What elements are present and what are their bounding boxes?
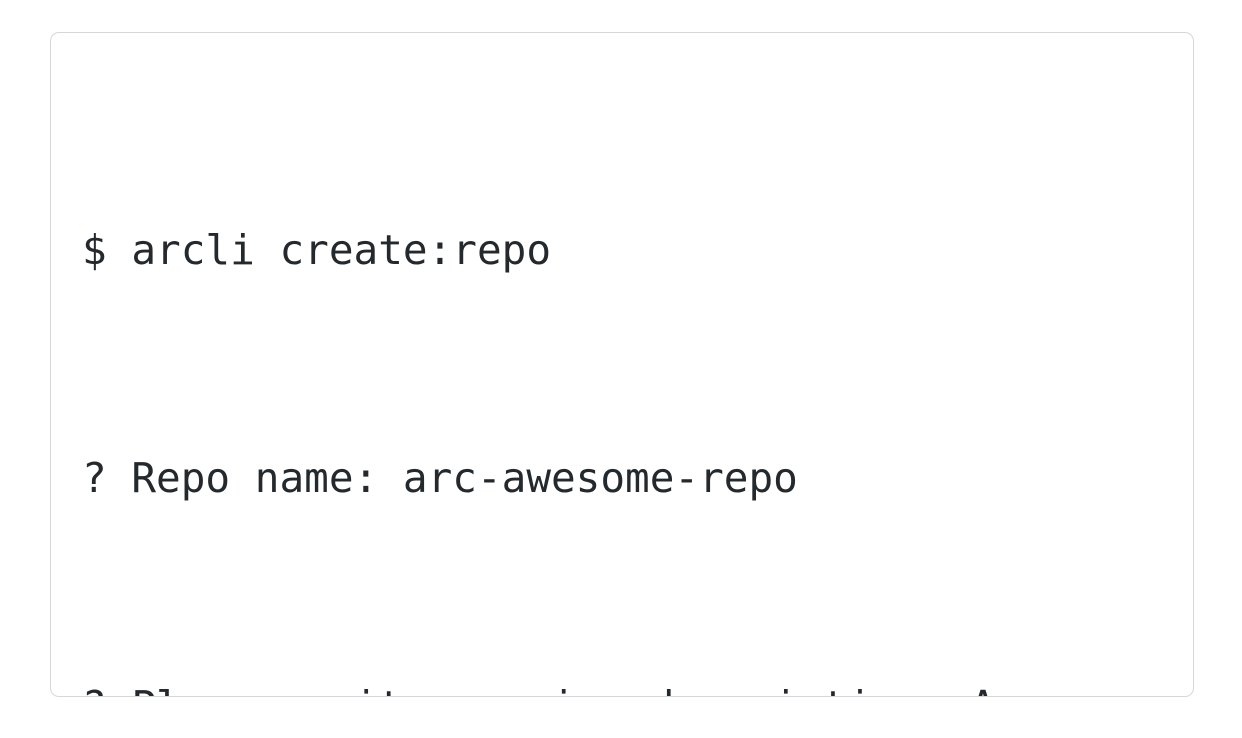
terminal-output: $ arcli create:repo ? Repo name: arc-awe…	[82, 51, 1161, 696]
prompt-description-line: ? Please write concise description: Awes…	[82, 678, 1161, 696]
prompt-description-marker: ?	[82, 682, 107, 696]
terminal-code-block: $ arcli create:repo ? Repo name: arc-awe…	[50, 32, 1194, 697]
prompt-description-label: Please write concise description:	[131, 682, 946, 696]
space-1	[107, 682, 132, 696]
prompt-repo-name-text: ? Repo name: arc-awesome-repo	[82, 454, 798, 502]
command-line-text: $ arcli create:repo	[82, 226, 551, 274]
space-2	[946, 682, 971, 696]
prompt-description-answer-part1: Awesome repo	[82, 682, 1168, 696]
terminal-command-line: $ arcli create:repo	[82, 222, 1161, 279]
prompt-repo-name-line: ? Repo name: arc-awesome-repo	[82, 450, 1161, 507]
